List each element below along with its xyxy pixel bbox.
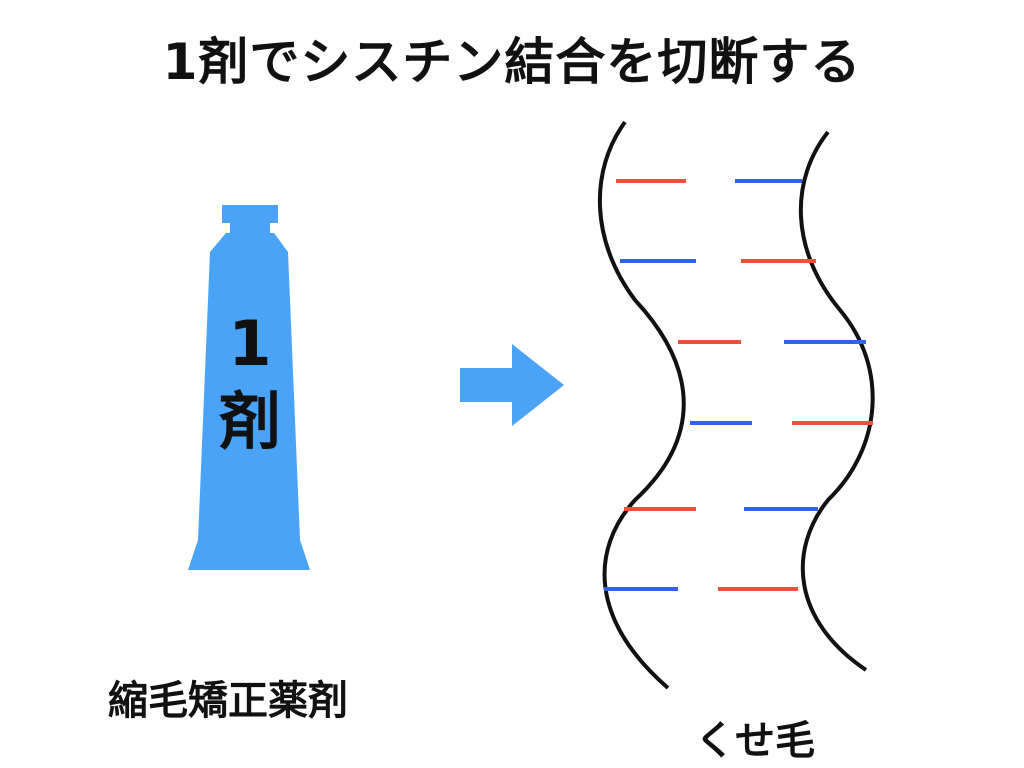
tube-label-kanji: 剤: [218, 385, 281, 458]
agent-caption: 縮毛矯正薬剤: [108, 678, 348, 724]
tube-cap: [222, 205, 278, 223]
tube-label: 1 剤: [205, 305, 295, 461]
right-arrow-icon: [460, 344, 564, 426]
hair-caption: くせ毛: [695, 718, 815, 764]
tube-icon: [188, 205, 310, 570]
arrow-shape: [460, 344, 564, 426]
curly-hair-diagram: [597, 120, 875, 690]
hair-strand-left: [597, 120, 686, 690]
tube-label-number: 1: [228, 307, 272, 380]
tube-neck: [230, 223, 270, 233]
page-title: 1剤でシスチン結合を切断する: [162, 33, 862, 91]
tube-body: [188, 233, 310, 570]
disulfide-bonds: [604, 179, 873, 591]
hair-strand-right: [798, 130, 875, 672]
